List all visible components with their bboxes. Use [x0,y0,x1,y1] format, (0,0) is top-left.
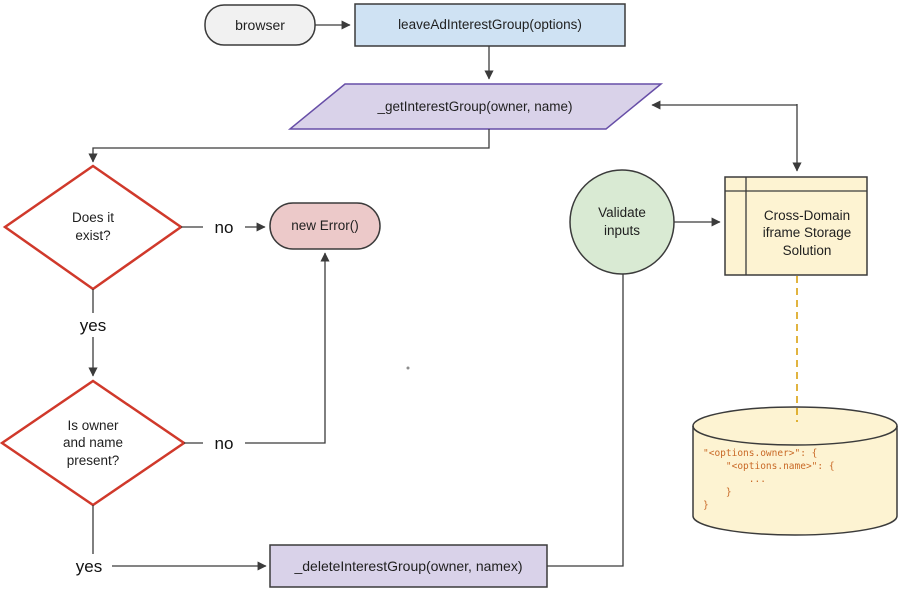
storage-cylinder-node [692,406,898,536]
edge-get-to-does-exist [88,129,490,163]
stray-dot [406,366,410,370]
delete-interest-group-node [269,544,548,588]
validate-inputs-node [569,169,675,275]
does-it-exist-decision-node [2,164,184,291]
leave-ad-interest-group-node [354,3,626,47]
edge-label-present-no: no [203,432,245,454]
edge-label-exist-no: no [203,216,245,238]
storage-json-code: "<options.owner>": { "<options.name>": {… [703,448,835,511]
edge-present-no-to-error [184,252,330,444]
get-interest-group-node [287,83,664,130]
owner-name-present-decision-node [0,379,187,507]
storage-cylinder-top-arc [692,425,898,446]
edge-label-exist-yes: yes [71,313,115,337]
new-error-node [269,202,381,250]
edge-label-present-yes: yes [66,554,112,578]
browser-node [204,4,316,46]
edge-delete-to-validate [547,274,624,567]
edge-present-yes-to-delete [92,505,267,571]
cross-domain-storage-node [724,176,868,276]
